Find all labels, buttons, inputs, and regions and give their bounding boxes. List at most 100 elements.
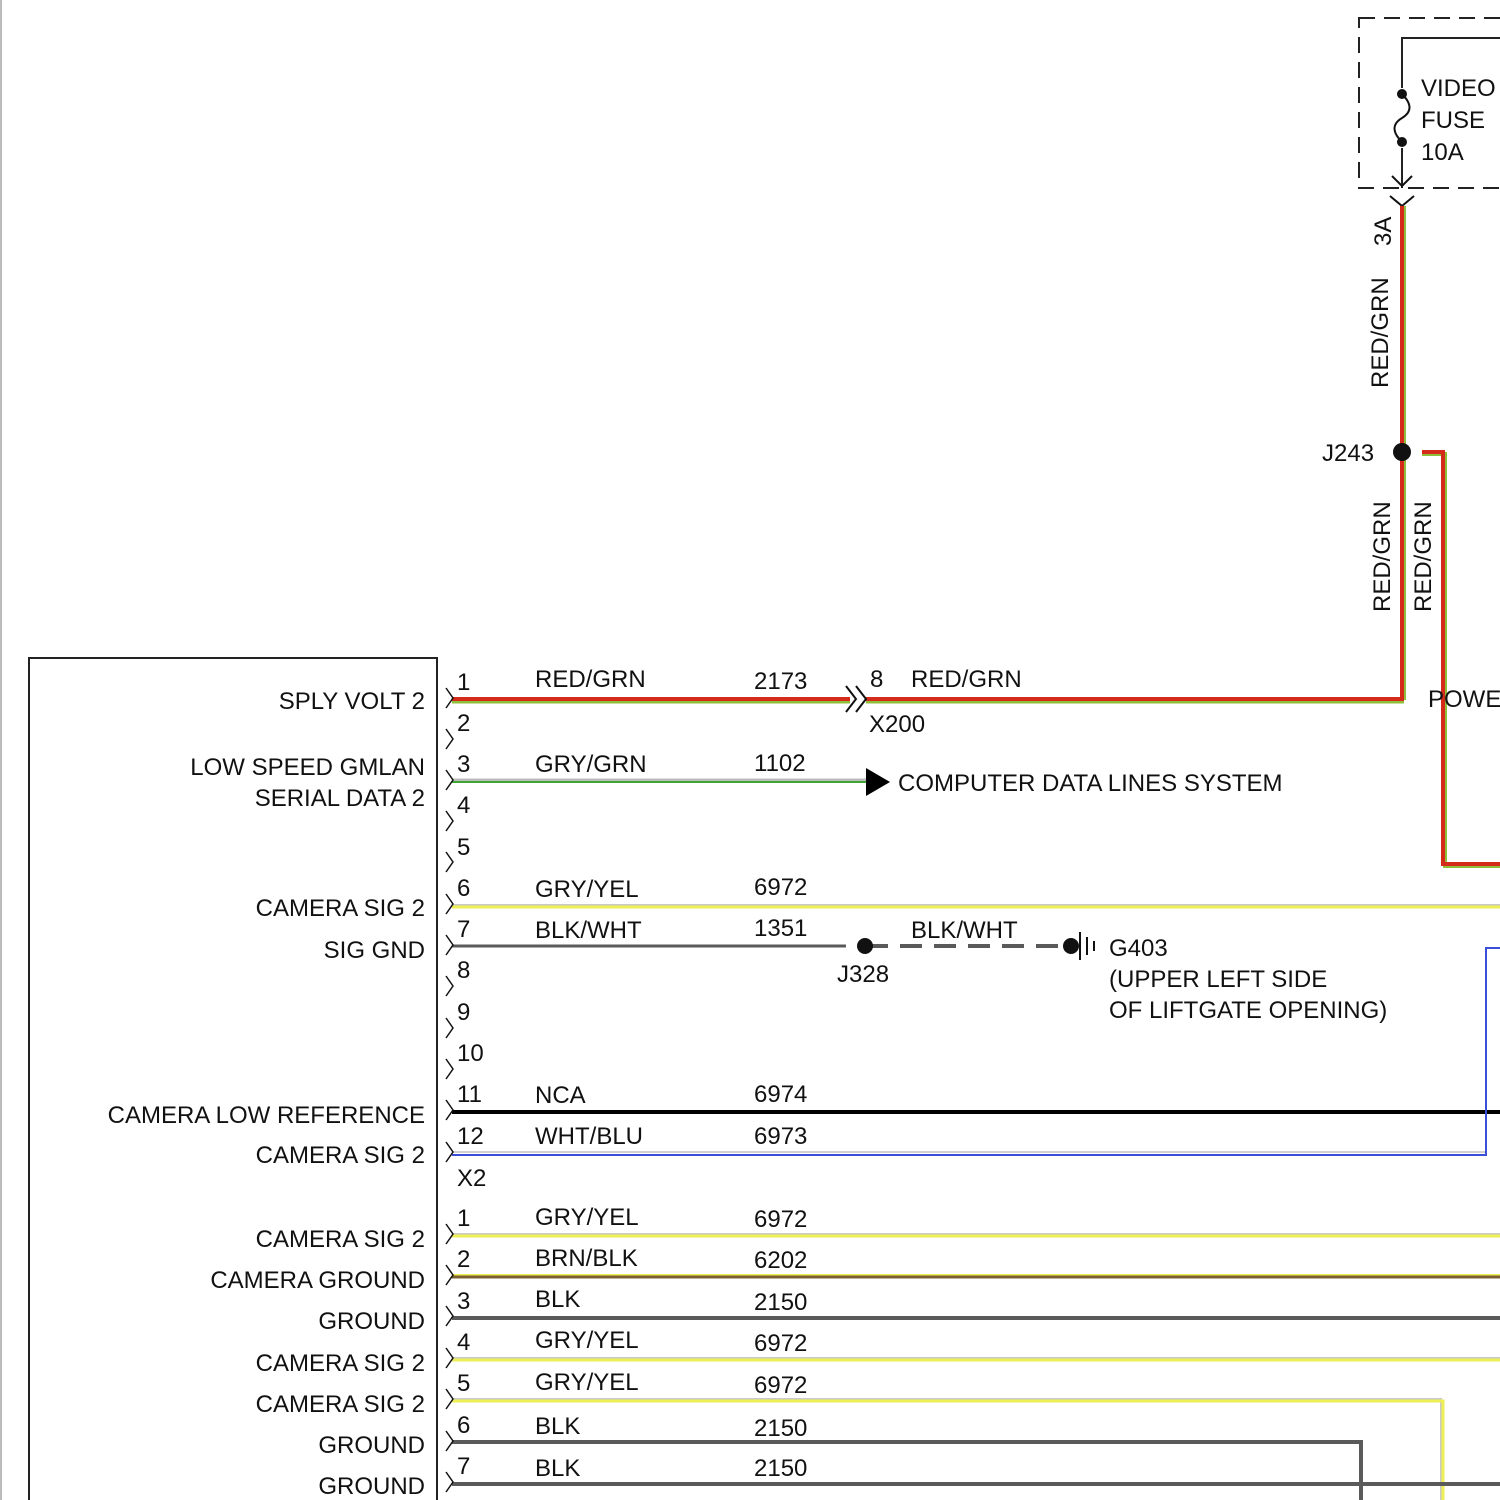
inline-connector-pin: 8 — [870, 666, 883, 693]
pin-bracket-x2-6 — [446, 1431, 453, 1451]
pin-bracket-x1-2 — [446, 729, 453, 749]
pin-bracket-x2-1 — [446, 1224, 453, 1244]
circuit-number: 6972 — [754, 1372, 807, 1399]
wire-color-label: GRY/YEL — [535, 1204, 639, 1231]
pin-bracket-x1-12 — [446, 1142, 453, 1162]
pin-bracket-x1-9 — [446, 1018, 453, 1038]
pin-function-label: GROUND — [318, 1308, 425, 1335]
splice-j243-label: J243 — [1322, 440, 1374, 467]
wire-color-label: BLK/WHT — [535, 917, 642, 944]
pin-function-label: CAMERA SIG 2 — [256, 1350, 425, 1377]
system-arrow-icon — [866, 768, 890, 796]
x2-wires — [452, 1234, 1500, 1500]
circuit-number: 2150 — [754, 1415, 807, 1442]
wire-color-label: GRY/YEL — [535, 1327, 639, 1354]
pin-number: 3 — [457, 751, 470, 778]
circuit-number: 6202 — [754, 1247, 807, 1274]
pin-function-label: SERIAL DATA 2 — [255, 785, 425, 812]
inline-connector-name: X200 — [869, 711, 925, 738]
feed-wire-lower-color-b: RED/GRN — [1410, 501, 1437, 612]
pin-number: 5 — [457, 1370, 470, 1397]
feed-wire-lower-color-a: RED/GRN — [1369, 501, 1396, 612]
splice-j328-label: J328 — [837, 961, 889, 988]
inline-connector-wire-color: RED/GRN — [911, 666, 1022, 693]
pin-bracket-x1-3 — [446, 770, 453, 790]
ground-location-line-1: (UPPER LEFT SIDE — [1109, 966, 1327, 993]
connector-x2-label: X2 — [457, 1165, 486, 1192]
feed-wires: J243 3A RED/GRN RED/GRN RED/GRN POWE — [1322, 206, 1500, 866]
x1-pin-numbers: 1 2 3 4 5 6 7 8 9 10 11 12 — [457, 669, 484, 1150]
pin-bracket-x1-11 — [446, 1100, 453, 1120]
splice-j243-dot — [1393, 443, 1411, 461]
circuit-number: 2150 — [754, 1455, 807, 1482]
circuit-number: 1351 — [754, 915, 807, 942]
circuit-number: 6972 — [754, 874, 807, 901]
pin-number: 12 — [457, 1123, 484, 1150]
pin-function-label: GROUND — [318, 1432, 425, 1459]
ground-point-dot — [1063, 938, 1079, 954]
wire-color-label: BLK — [535, 1413, 580, 1440]
pin-number: 3 — [457, 1288, 470, 1315]
ground-wire-color: BLK/WHT — [911, 917, 1018, 944]
pin-number: 1 — [457, 669, 470, 696]
ground-location-line-2: OF LIFTGATE OPENING) — [1109, 997, 1387, 1024]
pin-function-label: SIG GND — [324, 937, 425, 964]
pin-bracket-x2-7 — [446, 1472, 453, 1492]
circuit-number: 2150 — [754, 1289, 807, 1316]
feed-wire-upper-color: RED/GRN — [1367, 277, 1394, 388]
pin-bracket-x2-2 — [446, 1265, 453, 1285]
circuit-number: 6974 — [754, 1081, 807, 1108]
wire-color-label: GRY/YEL — [535, 876, 639, 903]
pin-number: 11 — [457, 1081, 482, 1108]
pin-number: 4 — [457, 1329, 470, 1356]
branch-wire-label: POWE — [1428, 686, 1500, 713]
fuse-terminal-label: 3A — [1370, 217, 1397, 246]
x2-function-labels: CAMERA SIG 2 CAMERA GROUND GROUND CAMERA… — [210, 1226, 425, 1500]
fuse-output-connector-icon — [1390, 196, 1414, 206]
pin-number: 6 — [457, 1412, 470, 1439]
pin-bracket-x2-5 — [446, 1389, 453, 1409]
pin-number: 7 — [457, 1453, 470, 1480]
pin-function-label: GROUND — [318, 1473, 425, 1500]
splice-j328-dot — [857, 938, 873, 954]
pin-number: 5 — [457, 834, 470, 861]
fuse-label-line-2: FUSE — [1421, 107, 1485, 134]
pin-bracket-x1-7 — [446, 935, 453, 955]
pin-function-label: LOW SPEED GMLAN — [190, 754, 425, 781]
pin-bracket-x2-4 — [446, 1348, 453, 1368]
pin-number: 10 — [457, 1040, 484, 1067]
pin-bracket-x2-3 — [446, 1306, 453, 1326]
pin-number: 2 — [457, 710, 470, 737]
wire-color-label: BRN/BLK — [535, 1245, 638, 1272]
pin-function-label: CAMERA GROUND — [210, 1267, 425, 1294]
wire-color-label: WHT/BLU — [535, 1123, 643, 1150]
inline-connector-icon — [856, 686, 866, 712]
pin-function-label: SPLY VOLT 2 — [279, 688, 425, 715]
pin-number: 1 — [457, 1205, 470, 1232]
fuse-label-line-3: 10A — [1421, 139, 1464, 166]
pin-bracket-x1-10 — [446, 1059, 453, 1079]
circuit-number: 6973 — [754, 1123, 807, 1150]
connector-brackets — [446, 688, 453, 1492]
fuse-label-line-1: VIDEO — [1421, 75, 1496, 102]
pin-bracket-x1-4 — [446, 811, 453, 831]
pin-function-label: CAMERA LOW REFERENCE — [108, 1102, 425, 1129]
pin-number: 8 — [457, 957, 470, 984]
wire-color-label: BLK — [535, 1286, 580, 1313]
ground-name: G403 — [1109, 935, 1168, 962]
pin-function-label: CAMERA SIG 2 — [256, 1226, 425, 1253]
pin-function-label: CAMERA SIG 2 — [256, 895, 425, 922]
fuse-block: VIDEO FUSE 10A — [1359, 18, 1500, 206]
data-system-label: COMPUTER DATA LINES SYSTEM — [898, 770, 1283, 797]
pin-bracket-x1-5 — [446, 852, 453, 872]
wire-x2-pin6 — [452, 1442, 1361, 1500]
pin-bracket-x1-1 — [446, 688, 453, 708]
x1-function-labels: SPLY VOLT 2 LOW SPEED GMLAN SERIAL DATA … — [108, 688, 425, 1169]
pin-bracket-x1-8 — [446, 976, 453, 996]
wire-color-label: NCA — [535, 1082, 586, 1109]
pin-bracket-x1-6 — [446, 894, 453, 914]
wire-color-label: RED/GRN — [535, 666, 646, 693]
wire-color-label: BLK — [535, 1455, 580, 1482]
circuit-number: 6972 — [754, 1330, 807, 1357]
